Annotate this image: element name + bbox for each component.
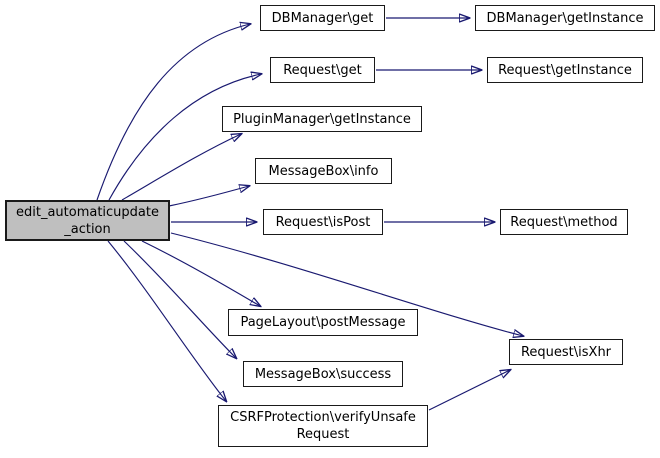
edge-edit-reqget [108,74,261,201]
node-plugininstance[interactable]: PluginManager\getInstance [222,106,422,132]
node-label: edit_automaticupdate [15,204,159,220]
edge-edit-reqisxhr [170,232,523,336]
node-label: Request\getInstance [498,62,632,78]
node-label: Request\method [510,214,618,230]
edge-edit-pagelayout [141,240,260,306]
node-label: Request [296,427,350,442]
node-dbget[interactable]: DBManager\get [260,5,385,31]
node-reqgetinstance[interactable]: Request\getInstance [487,57,643,83]
edge-csrfverify-reqisxhr [428,370,510,411]
edge-edit-msgsuccess [123,240,236,358]
node-label: DBManager\getInstance [486,10,644,26]
node-edit[interactable]: edit_automaticupdate_action [5,200,170,241]
node-label: PageLayout\postMessage [240,315,406,330]
node-pagelayout[interactable]: PageLayout\postMessage [228,309,418,336]
node-label: Request\isXhr [520,344,612,360]
edge-edit-msginfo [168,186,249,207]
node-label: DBManager\get [271,10,374,26]
node-reqmethod[interactable]: Request\method [500,209,628,235]
node-label: MessageBox\info [268,163,379,179]
node-label: PluginManager\getInstance [233,111,411,127]
node-msginfo[interactable]: MessageBox\info [255,158,392,184]
node-label: _action [64,221,111,237]
node-label: Request\get [283,62,362,78]
node-msgsuccess[interactable]: MessageBox\success [243,361,403,387]
node-label: MessageBox\success [254,366,392,382]
node-reqispost[interactable]: Request\isPost [263,209,383,235]
edge-edit-plugininstance [121,134,241,201]
node-reqisxhr[interactable]: Request\isXhr [509,339,623,365]
edge-edit-dbget [96,24,250,201]
node-reqget[interactable]: Request\get [270,57,375,83]
node-label: CSRFProtection\verifyUnsafe [230,410,416,425]
node-dbgetinstance[interactable]: DBManager\getInstance [475,5,655,31]
node-label: Request\isPost [275,214,371,230]
edge-edit-csrfverify [107,240,226,401]
